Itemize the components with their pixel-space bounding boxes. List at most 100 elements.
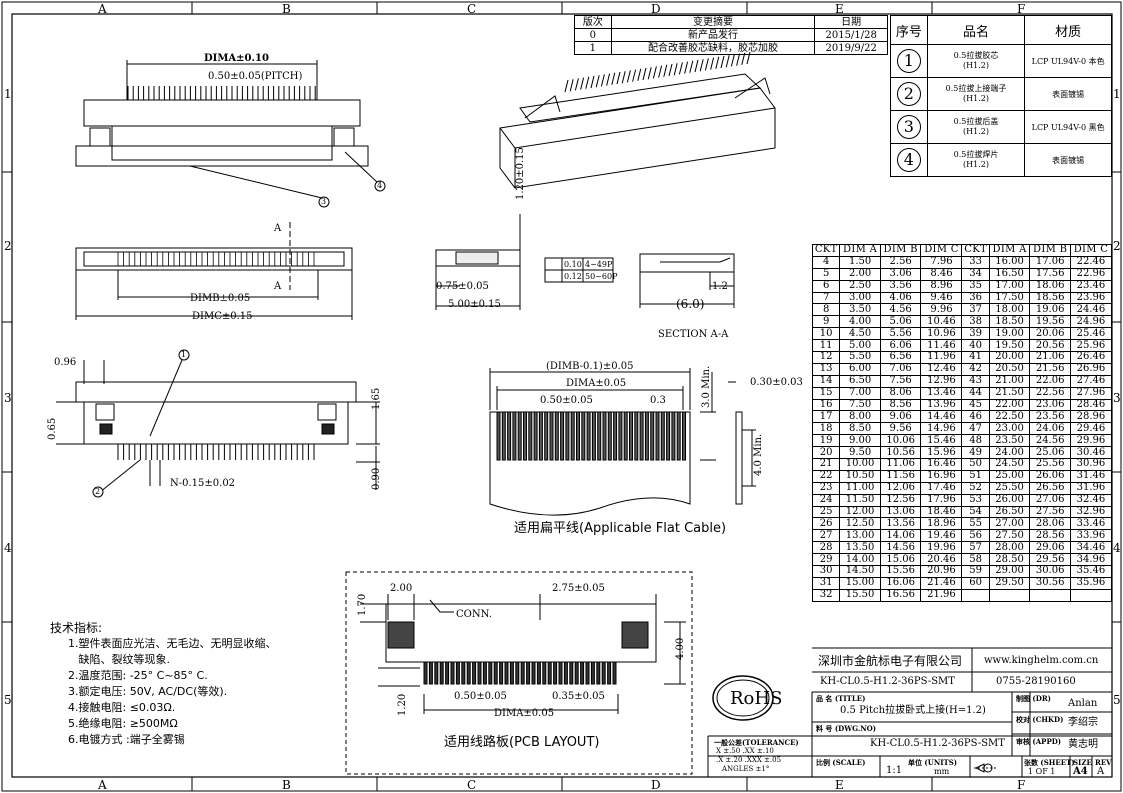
- ckt-cell: 18: [811, 422, 841, 436]
- ckt-cell: 55: [961, 517, 990, 531]
- ckt-cell: 13.96: [920, 398, 963, 412]
- pcb-conn-label: CONN.: [456, 609, 492, 620]
- ckt-cell: 23.96: [1069, 291, 1113, 305]
- notes-line: 2.温度范围: -25° C~85° C.: [68, 669, 208, 682]
- units-value: mm: [934, 767, 950, 776]
- ckt-cell: 16.56: [879, 588, 922, 602]
- pcb-pad: [580, 661, 585, 685]
- iso-pin: [668, 63, 673, 77]
- rev-header-summary: 变更摘要: [610, 15, 816, 29]
- scale-label: 比例 (SCALE): [816, 758, 866, 767]
- ckt-cell: 12.96: [920, 374, 963, 388]
- notes-line: 缺陷、裂纹等现象.: [68, 653, 170, 666]
- company-website: www.kinghelm.com.cn: [984, 655, 1099, 666]
- ckt-cell: 10.46: [920, 315, 963, 329]
- col-label-e-bottom: E: [835, 778, 844, 792]
- ckt-cell: 9.96: [920, 303, 963, 317]
- ckt-cell: 19.00: [988, 327, 1031, 341]
- cable-width-03: 0.3: [650, 395, 666, 406]
- ckt-cell: 4.56: [879, 303, 922, 317]
- ckt-header-cell: DIM C: [920, 244, 963, 257]
- ckt-cell: 21: [811, 458, 841, 471]
- ckt-cell: 13.46: [920, 386, 963, 400]
- ckt-cell: 9.00: [839, 434, 881, 448]
- row-label-3-right: 3: [1113, 391, 1121, 405]
- cable-conductor: [660, 411, 665, 461]
- ckt-cell: 3.50: [839, 303, 881, 317]
- ckt-cell: 19: [811, 434, 841, 448]
- ckt-cell: 30: [811, 565, 841, 578]
- ckt-cell: 26.06: [1029, 469, 1071, 483]
- ckt-cell: 11.50: [839, 493, 881, 507]
- iso-pin: [585, 76, 590, 89]
- iso-pin: [590, 75, 595, 89]
- pcb-pad: [439, 661, 444, 685]
- ckt-cell: 6.56: [879, 351, 922, 364]
- revision-table: 版次 变更摘要 日期 0 新产品发行 2015/1/28 1 配合改善胶芯缺料，…: [574, 15, 888, 55]
- iso-pin: [689, 60, 694, 73]
- ckt-cell: 22.00: [988, 398, 1031, 412]
- ckt-cell: 4: [811, 255, 841, 269]
- part-material: LCP UL94V-0 本色: [1024, 44, 1112, 78]
- rohs-mark: RoHS: [730, 688, 783, 709]
- part-number-badge: 2: [896, 82, 921, 106]
- ckt-cell: 25.46: [1069, 327, 1113, 341]
- ckt-cell: 17.50: [988, 291, 1031, 305]
- rev-header-date: 日期: [814, 15, 888, 29]
- cable-conductor: [623, 411, 628, 461]
- dim-dimb: DIMB±0.05: [190, 293, 251, 304]
- ckt-cell: 8: [811, 303, 841, 317]
- ckt-cell: 12.06: [879, 481, 922, 495]
- cable-conductor: [591, 411, 596, 461]
- parts-row: 3 0.5拉拔后盖 (H1.2) LCP UL94V-0 黑色: [890, 110, 1112, 144]
- cable-pitch: 0.50±0.05: [540, 395, 593, 406]
- pcb-pad: [590, 661, 595, 685]
- pcb-pad: [601, 661, 606, 685]
- sheet-label: 张数 (SHEET): [1024, 758, 1075, 767]
- cable-conductor: [682, 411, 686, 461]
- ckt-cell: 8.06: [879, 386, 922, 400]
- row-label-2: 2: [4, 239, 12, 253]
- cable-conductor: [496, 411, 501, 461]
- ckt-cell: 12.46: [920, 362, 963, 376]
- ckt-cell: 17.46: [920, 481, 963, 495]
- ckt-cell: 16.96: [920, 469, 963, 483]
- part-number-top: KH-CL0.5-H1.2-36PS-SMT: [820, 676, 955, 687]
- ckt-cell: 14.46: [920, 410, 963, 424]
- tolerance-line-3: ANGLES ±1°: [722, 765, 770, 773]
- dwg-label: 料 号 (DWG.NO): [816, 724, 877, 733]
- ckt-cell: 34.96: [1069, 553, 1113, 567]
- ckt-cell: 49: [961, 446, 990, 460]
- cable-conductor: [597, 411, 602, 461]
- ckt-cell: 22.06: [1029, 374, 1071, 388]
- ckt-cell: 11: [811, 339, 841, 353]
- ckt-cell: 31: [811, 576, 841, 590]
- iso-pin: [699, 59, 704, 72]
- pcb-dim-050: 0.50±0.05: [454, 691, 507, 702]
- ckt-cell: 34.46: [1069, 541, 1113, 555]
- ckt-header-cell: DIM A: [839, 244, 881, 257]
- ckt-cell: 52: [961, 481, 990, 495]
- row-label-1-right: 1: [1113, 87, 1121, 101]
- ckt-cell: 5.06: [879, 315, 922, 329]
- ckt-cell: 19.46: [920, 529, 963, 543]
- pcb-pad: [558, 661, 563, 685]
- cable-conductor: [618, 411, 623, 461]
- ckt-cell: 14.50: [839, 565, 881, 578]
- rev-cell: 0: [574, 28, 612, 42]
- ckt-cell: 27.46: [1069, 374, 1113, 388]
- ckt-cell: 45: [961, 398, 990, 412]
- dim-165: 1.65: [371, 387, 382, 410]
- ckt-cell: 18.96: [920, 517, 963, 531]
- ckt-cell: 16: [811, 398, 841, 412]
- ckt-cell: 20.50: [988, 362, 1031, 376]
- cable-conductor: [650, 411, 655, 461]
- ckt-cell: 27.06: [1029, 493, 1071, 507]
- pcb-pad: [547, 661, 552, 685]
- ckt-cell: 27: [811, 529, 841, 543]
